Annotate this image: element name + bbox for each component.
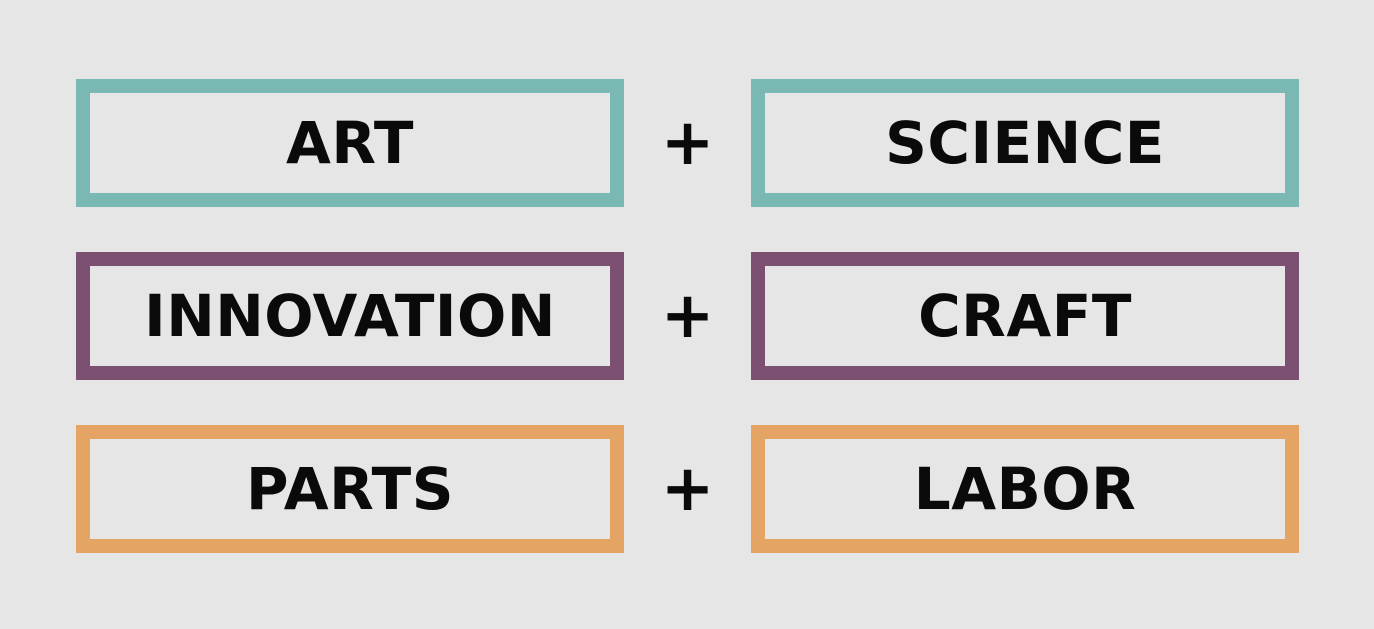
left-term-label: ART bbox=[285, 109, 414, 177]
right-term-box: SCIENCE bbox=[751, 79, 1299, 207]
right-term-label: SCIENCE bbox=[885, 109, 1165, 177]
left-term-box: PARTS bbox=[76, 425, 624, 553]
plus-operator: + bbox=[660, 106, 715, 180]
left-term-box: ART bbox=[76, 79, 624, 207]
left-term-box: INNOVATION bbox=[76, 252, 624, 380]
right-term-box: CRAFT bbox=[751, 252, 1299, 380]
right-term-box: LABOR bbox=[751, 425, 1299, 553]
equation-row-3: PARTS + LABOR bbox=[76, 425, 1299, 553]
equation-row-1: ART + SCIENCE bbox=[76, 79, 1299, 207]
left-term-label: INNOVATION bbox=[144, 282, 556, 350]
equation-row-2: INNOVATION + CRAFT bbox=[76, 252, 1299, 380]
plus-operator: + bbox=[660, 279, 715, 353]
plus-operator: + bbox=[660, 452, 715, 526]
left-term-label: PARTS bbox=[246, 455, 454, 523]
right-term-label: LABOR bbox=[913, 455, 1137, 523]
right-term-label: CRAFT bbox=[918, 282, 1132, 350]
